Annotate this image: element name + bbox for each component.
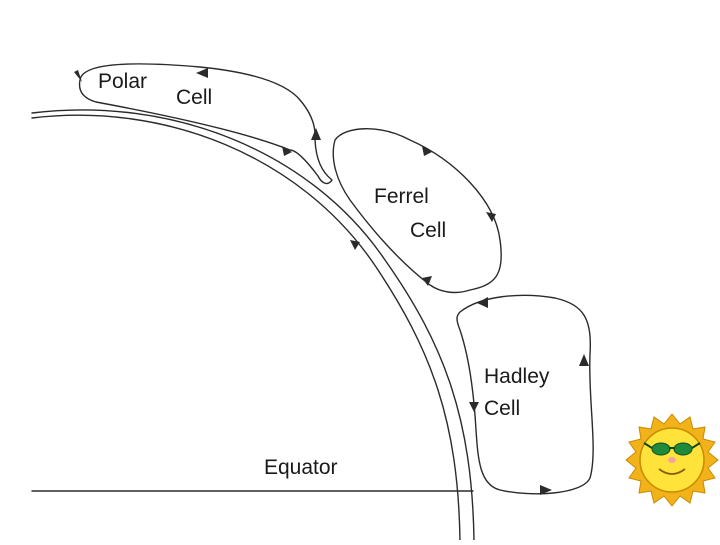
ferrel-cell-loop — [332, 128, 502, 294]
arrow-ferrel-top — [422, 146, 432, 156]
arrow-polar-bottom — [282, 146, 292, 156]
arrow-hadley-left — [469, 402, 479, 412]
arrow-hadley-bottom — [540, 485, 552, 495]
polar-cell-label-line2: Cell — [176, 86, 212, 109]
equator-label: Equator — [264, 456, 338, 479]
arrow-ferrel-bottom — [422, 276, 432, 286]
ferrel-cell-label-line1: Ferrel — [374, 185, 429, 208]
arrow-polar-rising — [311, 128, 321, 140]
arrow-hadley-right — [579, 354, 589, 366]
earth-surface-outer — [31, 109, 475, 541]
ferrel-cell-label-line2: Cell — [410, 219, 446, 242]
sunglasses-arm-right — [691, 442, 701, 449]
arrow-polar-top — [196, 68, 208, 78]
sunglasses-left-lens — [651, 442, 671, 456]
arrow-polar-left — [74, 70, 82, 82]
hadley-cell-label-line1: Hadley — [484, 365, 550, 388]
arrow-ferrel-sinking — [350, 240, 360, 250]
sunglasses-right-lens — [673, 442, 693, 456]
polar-cell-label-line1: Polar — [98, 70, 147, 93]
sun-nose — [668, 457, 676, 463]
sunglasses-arm-left — [643, 442, 653, 449]
sun-with-sunglasses-icon — [625, 413, 719, 507]
sun-smile — [658, 468, 686, 475]
earth-surface-inner — [31, 114, 461, 541]
arrow-hadley-top — [477, 297, 488, 308]
arrow-ferrel-right — [486, 212, 496, 222]
hadley-cell-loop — [456, 294, 594, 495]
polar-cell-loop — [78, 63, 333, 185]
hadley-cell-label-line2: Cell — [484, 397, 520, 420]
